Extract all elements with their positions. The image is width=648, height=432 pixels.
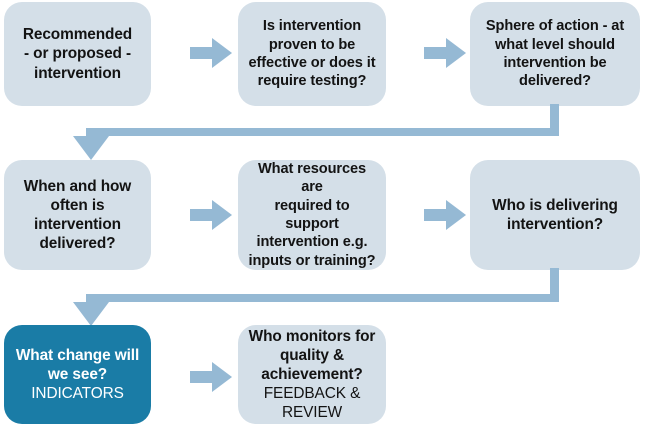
arrow-recommended-to-proven xyxy=(190,38,232,68)
node-line: required to support xyxy=(274,197,350,232)
node-line: intervention xyxy=(34,216,121,233)
elbow-vertical-start xyxy=(550,104,559,136)
node-line: intervention? xyxy=(506,216,604,233)
elbow-horizontal xyxy=(86,294,559,302)
node-line: What change will xyxy=(15,346,140,364)
node-line: Who is delivering xyxy=(492,196,618,214)
node-line: Is intervention xyxy=(262,18,362,35)
elbow-vertical-end xyxy=(86,128,95,140)
elbow-horizontal xyxy=(86,128,559,136)
arrow-when-to-resources xyxy=(190,200,232,230)
node-line-indicators: INDICATORS xyxy=(31,385,124,403)
arrow-indicators-to-monitors xyxy=(190,362,232,392)
node-who-monitors-feedback[interactable]: Who monitors for quality & achievement? … xyxy=(238,325,386,424)
node-what-change-indicators[interactable]: What change will we see? INDICATORS xyxy=(4,325,151,424)
arrow-shaft xyxy=(424,47,448,59)
arrow-shaft xyxy=(424,209,448,221)
node-intervention-proven[interactable]: Is intervention proven to be effective o… xyxy=(238,2,386,106)
node-line: Who monitors for xyxy=(248,327,376,345)
node-text: Recommended - or proposed - intervention xyxy=(12,25,143,83)
node-what-resources[interactable]: What resources are required to support i… xyxy=(238,160,386,270)
node-when-and-how-often[interactable]: When and how often is intervention deliv… xyxy=(4,160,151,270)
arrow-head-icon xyxy=(212,200,232,230)
arrow-head-icon xyxy=(446,38,466,68)
arrow-who-delivering-to-indicators xyxy=(73,268,563,326)
node-line: we see? xyxy=(47,365,108,383)
arrow-sphere-to-when-and-how xyxy=(73,104,563,160)
node-line: often is xyxy=(50,196,105,214)
arrow-shaft xyxy=(190,209,214,221)
arrow-shaft xyxy=(190,371,214,383)
arrow-head-icon xyxy=(73,136,109,160)
node-line: proven to be xyxy=(268,36,356,53)
elbow-vertical-end xyxy=(86,294,95,306)
node-text: When and how often is intervention deliv… xyxy=(12,177,143,254)
node-line-feedback-review: FEEDBACK & REVIEW xyxy=(263,385,361,422)
node-line: Recommended xyxy=(22,26,133,44)
node-line: what level should xyxy=(495,36,615,53)
node-text: What resources are required to support i… xyxy=(246,160,378,270)
node-text: Is intervention proven to be effective o… xyxy=(246,17,378,91)
node-who-is-delivering[interactable]: Who is delivering intervention? xyxy=(470,160,640,270)
node-line: What resources are xyxy=(257,160,367,196)
arrow-head-icon xyxy=(446,200,466,230)
node-recommended-intervention[interactable]: Recommended - or proposed - intervention xyxy=(4,2,151,106)
arrow-shaft xyxy=(190,47,214,59)
node-text: Who monitors for quality & achievement? … xyxy=(246,327,378,423)
node-line: When and how xyxy=(23,177,132,195)
node-line: delivered? xyxy=(519,73,591,90)
node-line: intervention xyxy=(34,64,121,82)
node-line: - or proposed - xyxy=(23,45,132,63)
arrow-proven-to-sphere xyxy=(424,38,466,68)
node-text: Who is delivering intervention? xyxy=(478,196,632,234)
node-line: achievement? xyxy=(261,365,363,383)
node-text: What change will we see? INDICATORS xyxy=(12,346,143,404)
node-text: Sphere of action - at what level should … xyxy=(478,17,632,91)
node-line: require testing? xyxy=(257,73,367,90)
arrow-head-icon xyxy=(73,302,109,326)
elbow-vertical-start xyxy=(550,268,559,302)
node-line: quality & xyxy=(279,346,345,364)
node-sphere-of-action[interactable]: Sphere of action - at what level should … xyxy=(470,2,640,106)
arrow-head-icon xyxy=(212,38,232,68)
node-line: effective or does it xyxy=(248,55,376,71)
node-line: intervention e.g. xyxy=(256,234,368,251)
arrow-head-icon xyxy=(212,362,232,392)
node-line: Sphere of action - at xyxy=(485,18,625,35)
node-line: delivered? xyxy=(39,235,116,253)
arrow-resources-to-who-delivering xyxy=(424,200,466,230)
node-line: intervention be xyxy=(503,55,607,71)
node-line: inputs or training? xyxy=(248,252,376,269)
